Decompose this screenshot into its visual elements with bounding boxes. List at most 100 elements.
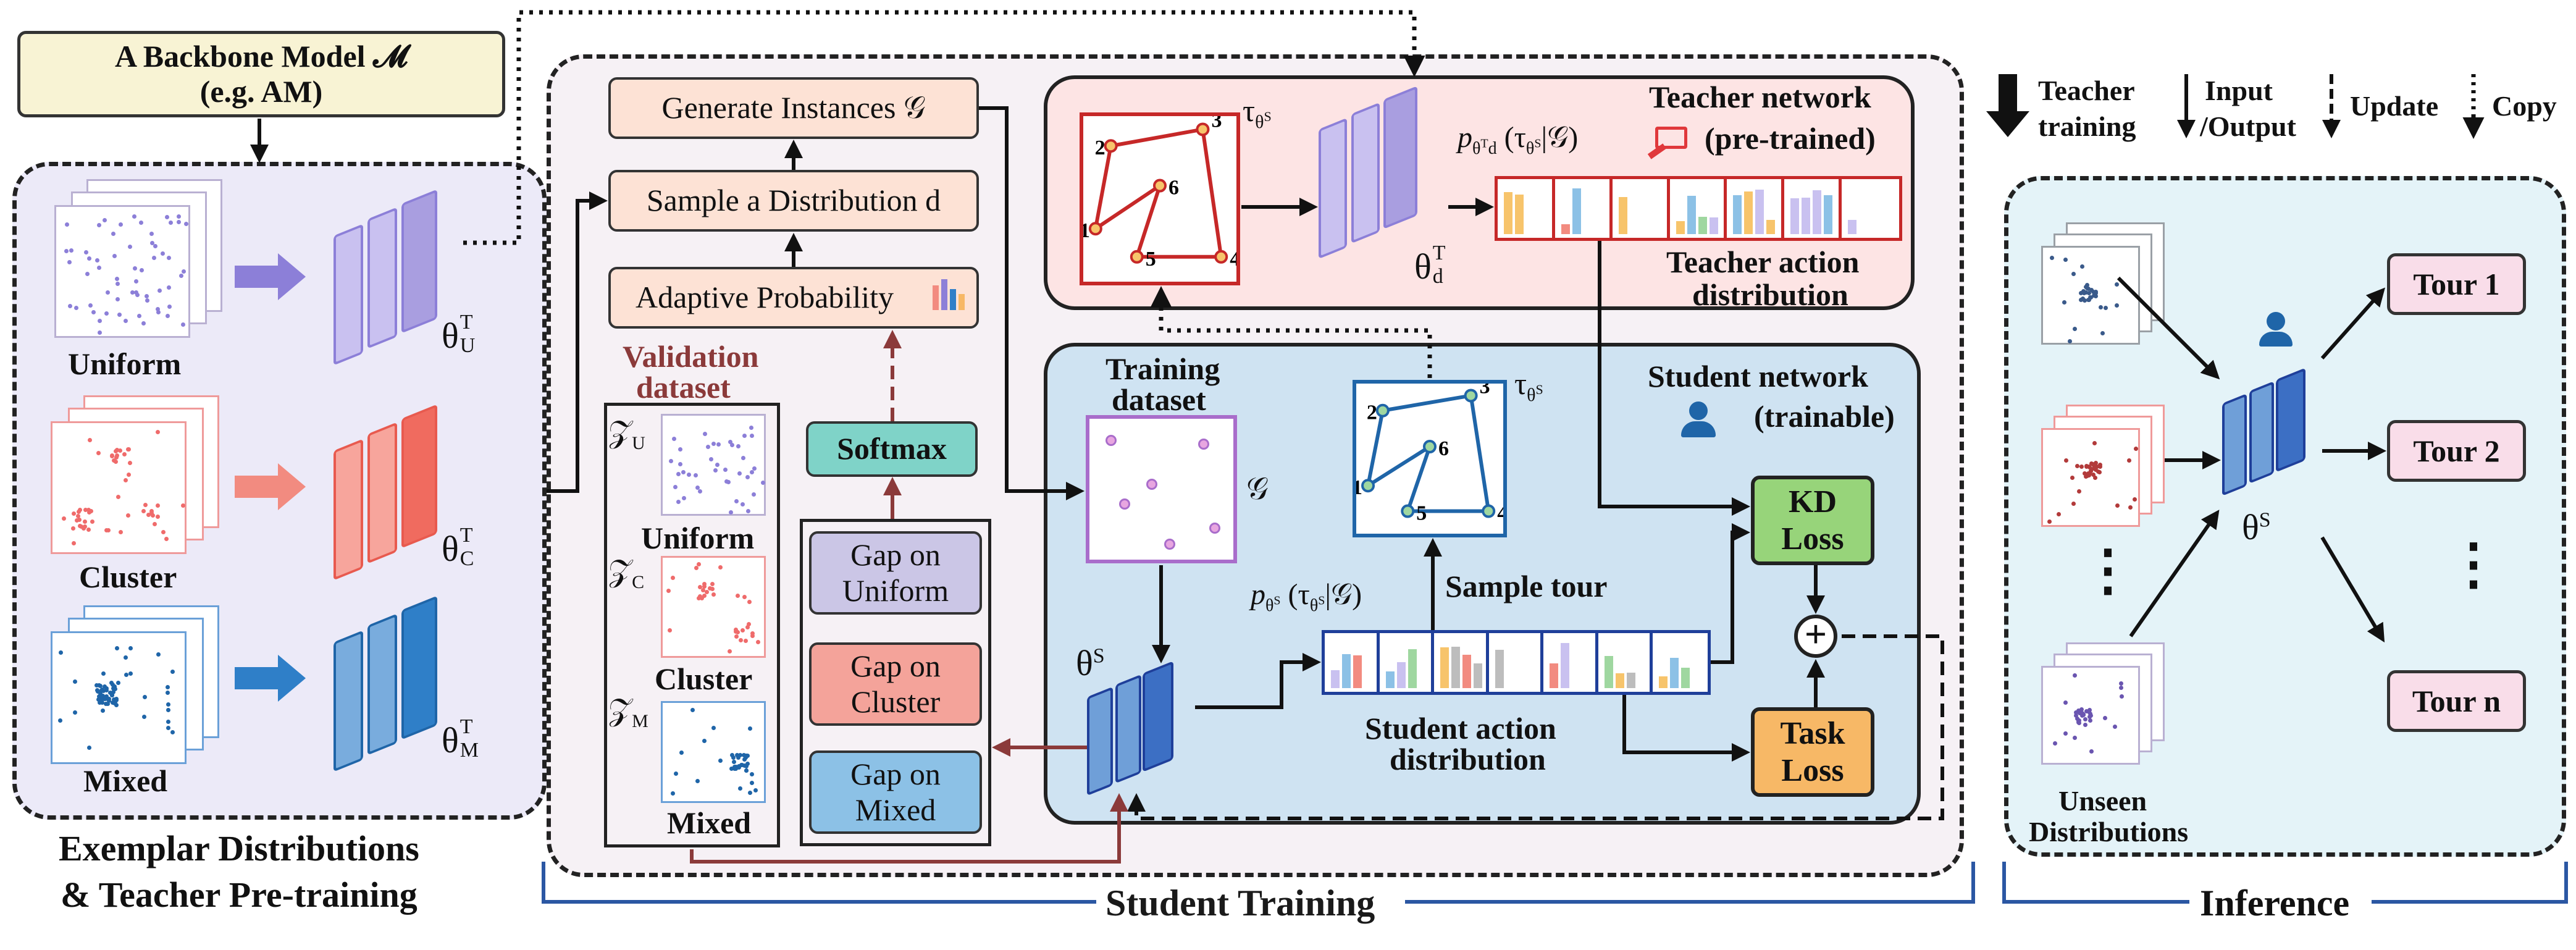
- teacher-network-title: Teacher network: [1649, 80, 1871, 114]
- z-m-sub: M: [632, 711, 648, 731]
- scatter-dot: [670, 791, 675, 796]
- scatter-dot: [690, 708, 695, 713]
- scatter-dot: [165, 684, 170, 689]
- scatter-dot: [2076, 489, 2081, 494]
- scatter-dot: [77, 518, 82, 523]
- scatter-dot: [734, 498, 739, 503]
- student-tau: τθS: [1514, 366, 1543, 406]
- scatter-dot: [734, 628, 739, 633]
- mixed-thumbnail: [51, 631, 187, 764]
- scatter-dot: [98, 330, 103, 335]
- scatter-dot: [2063, 458, 2068, 463]
- teacher-action-line1: Teacher action: [1666, 245, 1860, 279]
- scatter-dot: [2087, 718, 2092, 723]
- action-cell: [1498, 179, 1555, 238]
- tour-node: [1401, 504, 1415, 518]
- scatter-dot: [176, 220, 181, 225]
- scatter-dot: [113, 460, 118, 464]
- scatter-dot: [699, 596, 704, 601]
- legend-input-line2: /Output: [2200, 111, 2296, 142]
- scatter-dot: [124, 477, 128, 482]
- theta-c-sup: T: [459, 524, 473, 547]
- scatter-dot: [673, 484, 678, 489]
- action-minibar: [1802, 197, 1811, 234]
- scatter-dot: [742, 433, 747, 438]
- scatter-dot: [736, 444, 740, 449]
- teacher-tau-subsub: S: [1264, 109, 1272, 124]
- scatter-dot: [105, 290, 110, 295]
- scatter-dot: [751, 492, 756, 497]
- scatter-dot: [170, 730, 175, 734]
- training-node: [1164, 538, 1175, 550]
- mixed-label: Mixed: [83, 763, 168, 798]
- scatter-dot: [97, 319, 102, 324]
- scatter-dot: [86, 508, 91, 513]
- scatter-dot: [2087, 464, 2092, 469]
- action-minibar: [1353, 655, 1362, 688]
- scatter-dot: [156, 652, 161, 657]
- scatter-dot: [166, 690, 170, 695]
- scatter-dot: [708, 586, 713, 591]
- theta-u-symbol: θ: [442, 316, 459, 356]
- scatter-dot: [2056, 511, 2061, 516]
- action-minibar: [1440, 647, 1450, 688]
- tour-node-label: 3: [1211, 116, 1222, 132]
- theta-u-sub: U: [459, 334, 476, 357]
- scatter-dot: [123, 318, 128, 323]
- action-cell: [1598, 633, 1653, 692]
- theta-c-sub: C: [459, 547, 474, 570]
- bar-to-kd-arrow: [1711, 523, 1750, 664]
- z-m-symbol: 𝒵: [608, 692, 632, 727]
- scatter-dot: [2099, 305, 2104, 310]
- scatter-dot: [702, 582, 707, 587]
- scatter-dot: [729, 753, 734, 758]
- scatter-dot: [734, 634, 739, 639]
- scatter-dot: [2115, 503, 2120, 508]
- scatter-dot: [755, 640, 760, 645]
- scatter-dot: [2088, 713, 2093, 718]
- scatter-dot: [73, 306, 78, 311]
- scatter-dot: [718, 759, 723, 763]
- scatter-dot: [737, 786, 742, 791]
- scatter-dot: [2085, 286, 2090, 291]
- scatter-dot: [96, 266, 101, 271]
- student-prob-subsub: S: [1273, 594, 1281, 608]
- scatter-dot: [146, 513, 151, 518]
- scatter-dot: [2094, 467, 2099, 472]
- scatter-dot: [667, 628, 672, 633]
- teacher-bar-to-kd-arrow: [1598, 241, 1750, 516]
- scatter-dot: [107, 691, 112, 696]
- tour-node-label: 5: [1416, 502, 1427, 525]
- student-action-distribution-bar: [1322, 630, 1711, 695]
- student-tau-subsub: S: [1535, 382, 1543, 397]
- scatter-dot: [161, 530, 166, 535]
- scatter-dot: [702, 739, 707, 744]
- scatter-dot: [2084, 463, 2089, 468]
- scatter-dot: [2073, 327, 2078, 332]
- validation-dataset-box: [604, 403, 780, 847]
- scatter-dot: [76, 510, 81, 515]
- scatter-dot: [728, 510, 733, 515]
- action-minibar: [1615, 673, 1624, 688]
- action-cell: [1653, 633, 1708, 692]
- scatter-dot: [2089, 288, 2094, 293]
- inference-theta: θS: [2242, 507, 2271, 548]
- scatter-dot: [2092, 440, 2097, 445]
- sample-distribution-box: Sample a Distribution d: [608, 170, 979, 232]
- scatter-dot: [153, 244, 157, 249]
- backbone-line1: A Backbone Model 𝓜: [114, 38, 408, 74]
- scatter-dot: [2079, 711, 2084, 716]
- action-minibar: [1331, 670, 1340, 688]
- scatter-dot: [127, 244, 132, 249]
- scatter-dot: [2063, 700, 2068, 705]
- action-cell: [1543, 633, 1598, 692]
- teachers-to-middle-arrow: [547, 191, 608, 493]
- scatter-dot: [58, 718, 63, 723]
- scatter-dot: [145, 293, 149, 298]
- tour-node-label: 3: [1480, 384, 1490, 398]
- action-minibar: [1733, 195, 1742, 234]
- scatter-dot: [96, 450, 101, 455]
- inference-dots-left: ⋮: [2080, 540, 2136, 602]
